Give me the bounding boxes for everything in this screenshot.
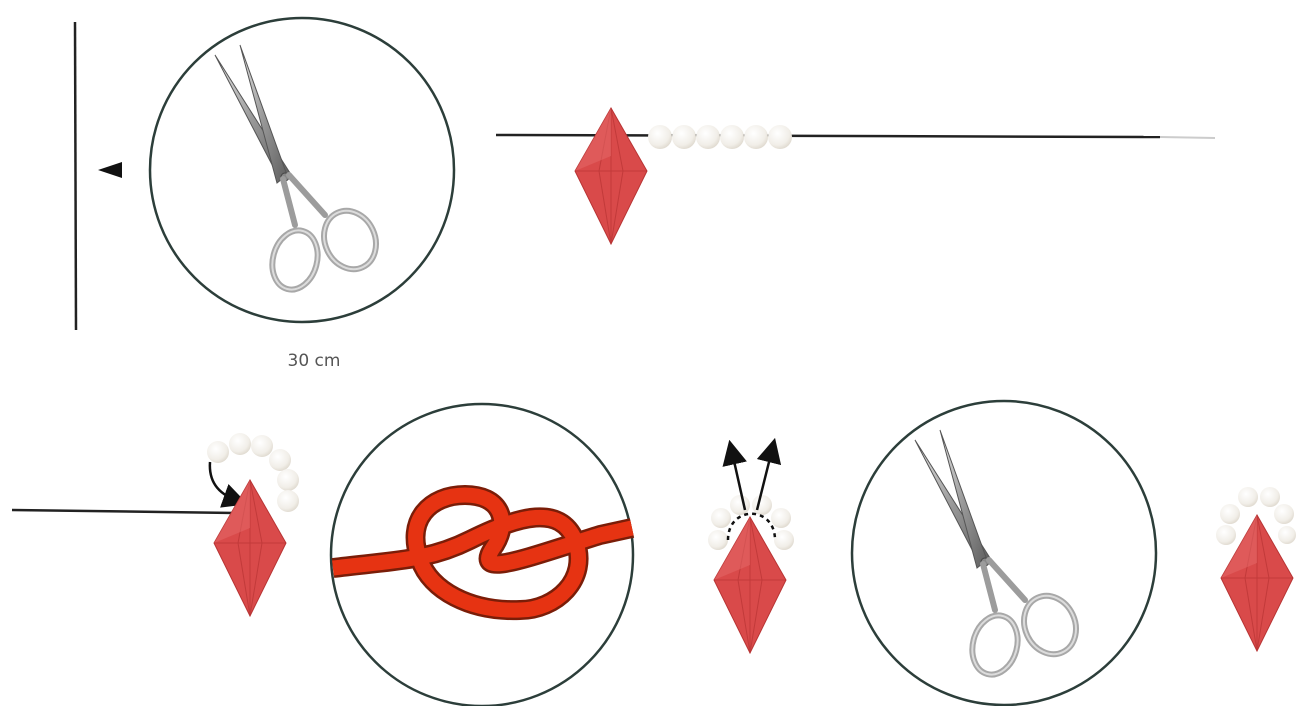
arrow-icon xyxy=(210,462,236,500)
step-pull-ends xyxy=(708,450,794,653)
step-loop-back xyxy=(12,433,299,616)
pearl-bead-icon xyxy=(711,508,731,528)
pearl-bead-icon xyxy=(768,125,792,149)
pearl-row xyxy=(648,125,792,149)
step-tie-knot xyxy=(331,404,633,706)
step-trim xyxy=(852,401,1156,705)
thread-horizontal xyxy=(12,510,235,513)
pearl-bead-icon xyxy=(720,125,744,149)
pearl-bead-icon xyxy=(1216,525,1236,545)
pearl-bead-icon xyxy=(752,495,772,515)
pearl-bead-icon xyxy=(771,508,791,528)
pearl-bead-icon xyxy=(730,495,750,515)
pearl-bead-icon xyxy=(708,530,728,550)
scissors-circle xyxy=(150,18,454,322)
pendant-bead-icon xyxy=(575,108,647,244)
pendant-bead-icon xyxy=(214,480,286,616)
pearl-bead-icon xyxy=(696,125,720,149)
pearl-bead-icon xyxy=(1274,504,1294,524)
pearl-bead-icon xyxy=(1260,487,1280,507)
pearl-bead-icon xyxy=(277,469,299,491)
pearl-bead-icon xyxy=(744,125,768,149)
pearl-bead-icon xyxy=(1220,504,1240,524)
thread-tail xyxy=(1160,137,1215,138)
length-label: 30 cm xyxy=(288,351,341,371)
pearl-bead-icon xyxy=(229,433,251,455)
pearl-bead-icon xyxy=(269,449,291,471)
scissors-circle xyxy=(852,401,1156,705)
arrow-icon xyxy=(98,162,122,178)
pearl-bead-icon xyxy=(251,435,273,457)
pearl-bead-icon xyxy=(277,490,299,512)
pearl-bead-icon xyxy=(207,441,229,463)
thread-vertical xyxy=(75,22,76,330)
pearl-bead-icon xyxy=(648,125,672,149)
pearl-bead-icon xyxy=(672,125,696,149)
pearl-bead-icon xyxy=(774,530,794,550)
step-string-beads xyxy=(496,108,1215,244)
pearl-bead-icon xyxy=(1278,526,1296,544)
pearl-bead-icon xyxy=(1238,487,1258,507)
step-finished xyxy=(1216,487,1296,651)
step-measure-cut: 30 cm xyxy=(75,18,454,371)
